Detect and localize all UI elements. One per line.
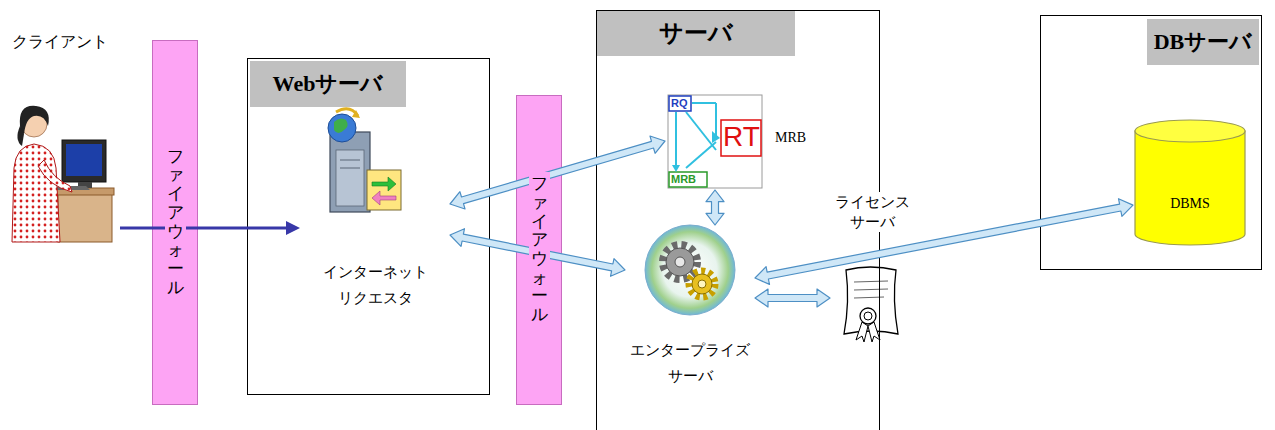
node-label: Webサーバ [250, 61, 406, 107]
enterprise-server-icon [645, 225, 735, 315]
server-box: サーバMRBエンタープライズ サーバライセンス サーバ [596, 10, 880, 430]
double-arrow [755, 199, 1133, 285]
double-arrow [450, 136, 665, 209]
icon-label-slot: MRB [671, 173, 696, 186]
node-label: インターネット リクエスタ [300, 115, 450, 311]
node-label: サーバ [597, 11, 795, 56]
firewall-band: ファイアウォール [152, 40, 198, 405]
node-label: ファイアウォール [165, 145, 186, 301]
node-label: ファイアウォール [529, 172, 550, 328]
node-label: エンタープライズ サーバ [625, 225, 755, 389]
enterprise-server: エンタープライズ サーバ [625, 225, 755, 400]
node-outline [1133, 118, 1247, 248]
requester: インターネット リクエスタ [300, 115, 450, 315]
icon-label: MRB [671, 173, 696, 186]
icon-label-slot: RQ [671, 97, 688, 110]
request-arrow [120, 221, 300, 235]
server-box: DBサーバ DBMS [1040, 15, 1262, 270]
client-illustration [12, 106, 114, 242]
node-label: DBMS [1133, 118, 1247, 212]
icon-label: RQ [671, 97, 688, 110]
icon-label-slot: RT [723, 121, 760, 153]
mrb-icon [668, 95, 762, 188]
double-arrow [706, 190, 724, 225]
firewall-band: ファイアウォール [516, 95, 562, 405]
icon-label: RT [723, 121, 760, 153]
database-cylinder: DBMS [1133, 118, 1247, 248]
node-label: クライアント [8, 30, 120, 53]
server-box: Webサーバインターネット リクエスタ [247, 58, 490, 395]
web-server-icon [328, 109, 401, 212]
node-label: DBサーバ [1147, 19, 1259, 65]
license-server: ライセンス サーバ [830, 192, 914, 342]
double-arrow [755, 289, 830, 307]
double-arrow [450, 229, 625, 277]
node-label: ライセンス サーバ [830, 192, 914, 232]
client: クライアント [8, 30, 120, 245]
certificate-icon [844, 267, 898, 342]
